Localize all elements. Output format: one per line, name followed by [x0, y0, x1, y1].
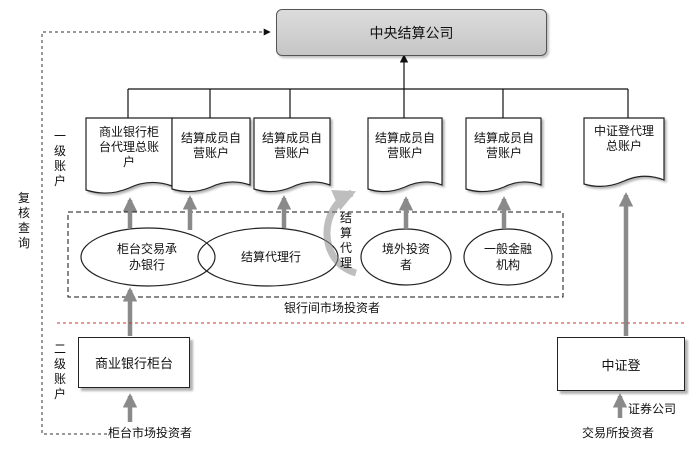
review-query-line [41, 28, 271, 435]
oval-general-institutions [463, 228, 553, 286]
commercial-bank-counter-box: 商业银行柜台 [78, 337, 190, 388]
account-label-6: 中证登代理总账户 [593, 124, 654, 153]
oval-label-counter-bank: 柜台交易承办银行 [116, 242, 177, 272]
csdc-label: 中证登 [601, 358, 641, 374]
central-clearing-company-box: 中央结算公司 [276, 9, 547, 56]
securities-company-label: 证券公司 [628, 402, 677, 416]
account-doc-6 [583, 117, 665, 187]
account-doc-4 [367, 117, 443, 193]
account-label-3: 结算成员自营账户 [261, 131, 322, 160]
account-label-5: 结算成员自营账户 [473, 131, 534, 160]
counter-market-investors-label: 柜台市场投资者 [108, 426, 193, 440]
settlement-agent-arrow [323, 189, 358, 277]
oval-label-general-institutions: 一般金融机构 [484, 242, 533, 272]
central-clearing-company-label: 中央结算公司 [369, 25, 454, 42]
account-doc-3 [253, 117, 331, 193]
account-label-2: 结算成员自营账户 [180, 131, 241, 160]
level2-account-label: 二级账户 [53, 342, 66, 401]
account-doc-5 [465, 117, 542, 193]
review-query-label: 复核查询 [17, 191, 30, 250]
oval-counter-bank [80, 227, 216, 287]
account-label-1: 商业银行柜台代理总账户 [98, 125, 159, 169]
account-doc-2 [171, 117, 251, 193]
account-label-4: 结算成员自营账户 [374, 131, 435, 160]
interbank-investors-label: 银行间市场投资者 [284, 301, 381, 315]
exchange-investors-label: 交易所投资者 [582, 426, 655, 440]
account-doc-1 [85, 117, 173, 194]
oval-label-settlement-agent-bank: 结算代理行 [240, 250, 301, 264]
oval-label-foreign-investors: 境外投资者 [382, 242, 431, 272]
commercial-bank-counter-label: 商业银行柜台 [94, 357, 173, 372]
csdc-box: 中证登 [557, 337, 685, 391]
level1-account-label: 一级账户 [53, 129, 66, 188]
settlement-agent-label: 结算代理 [339, 211, 352, 270]
interbank-market-box [67, 211, 564, 298]
